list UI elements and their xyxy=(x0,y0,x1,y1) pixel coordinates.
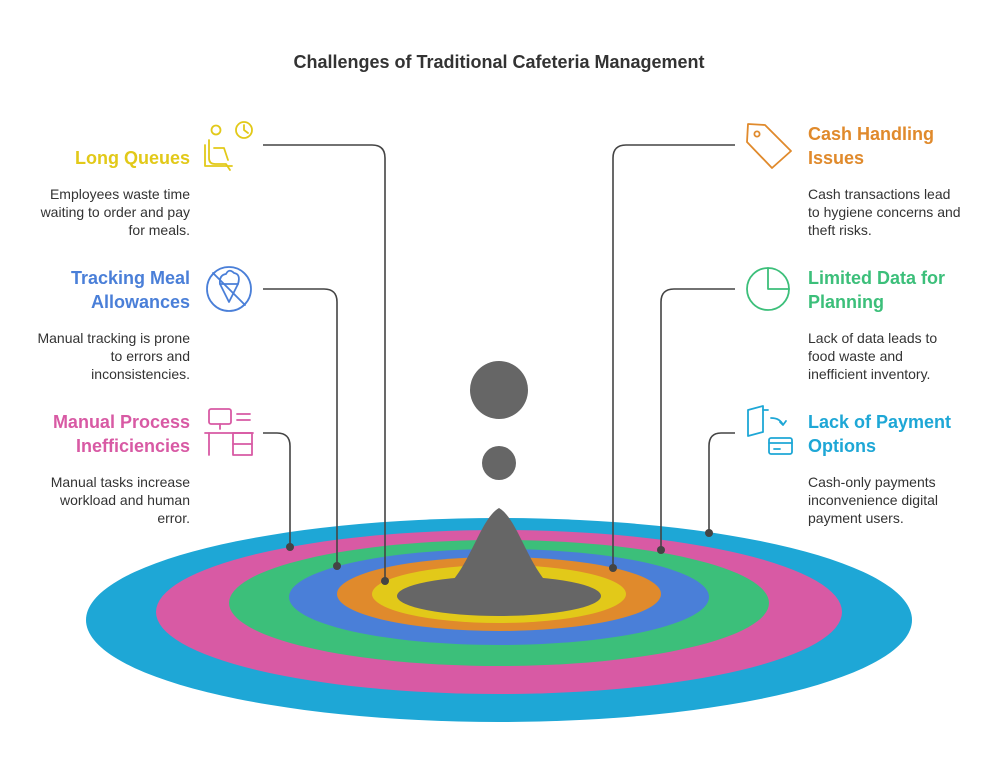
droplet-large xyxy=(470,361,528,419)
manual-process-description: Manual tasks increase workload and human… xyxy=(50,474,190,526)
manual-process-heading: Manual Process Inefficiencies xyxy=(52,412,190,456)
door-card-icon xyxy=(747,405,793,455)
cash-handling-description: Cash transactions lead to hygiene concer… xyxy=(808,186,961,238)
limited-data-heading: Limited Data for Planning xyxy=(808,268,946,312)
connector-limited-data xyxy=(660,288,735,550)
payment-options-description: Cash-only payments inconvenience digital… xyxy=(808,474,938,526)
connector-meal-allowances xyxy=(263,288,338,566)
workstation-desk-icon xyxy=(204,408,254,456)
pie-chart-icon xyxy=(746,267,790,311)
connector-cash-handling xyxy=(612,144,735,568)
long-queues-description: Employees waste time waiting to order an… xyxy=(40,186,190,238)
connector-manual-process xyxy=(263,432,291,547)
connector-long-queues xyxy=(263,144,386,581)
waiting-person-clock-icon xyxy=(204,121,253,171)
cash-handling-heading: Cash Handling Issues xyxy=(808,124,935,168)
splash-column xyxy=(436,508,562,595)
connector-dots xyxy=(286,529,713,585)
meal-allowances-heading: Tracking Meal Allowances xyxy=(70,268,190,312)
droplet-small xyxy=(482,446,516,480)
dot-payment-options xyxy=(705,529,713,537)
dot-meal-allowances xyxy=(333,562,341,570)
dot-manual-process xyxy=(286,543,294,551)
no-ice-cream-icon xyxy=(206,266,252,312)
page-title: Challenges of Traditional Cafeteria Mana… xyxy=(293,52,705,72)
connector-lines xyxy=(263,144,735,581)
meal-allowances-description: Manual tracking is prone to errors and i… xyxy=(37,330,190,382)
dot-long-queues xyxy=(381,577,389,585)
long-queues-heading: Long Queues xyxy=(74,148,190,168)
payment-options-heading: Lack of Payment Options xyxy=(808,412,952,456)
limited-data-description: Lack of data leads to food waste and ine… xyxy=(808,330,938,382)
dot-limited-data xyxy=(657,546,665,554)
connector-payment-options xyxy=(708,432,735,533)
dot-cash-handling xyxy=(609,564,617,572)
price-tag-icon xyxy=(746,123,792,169)
